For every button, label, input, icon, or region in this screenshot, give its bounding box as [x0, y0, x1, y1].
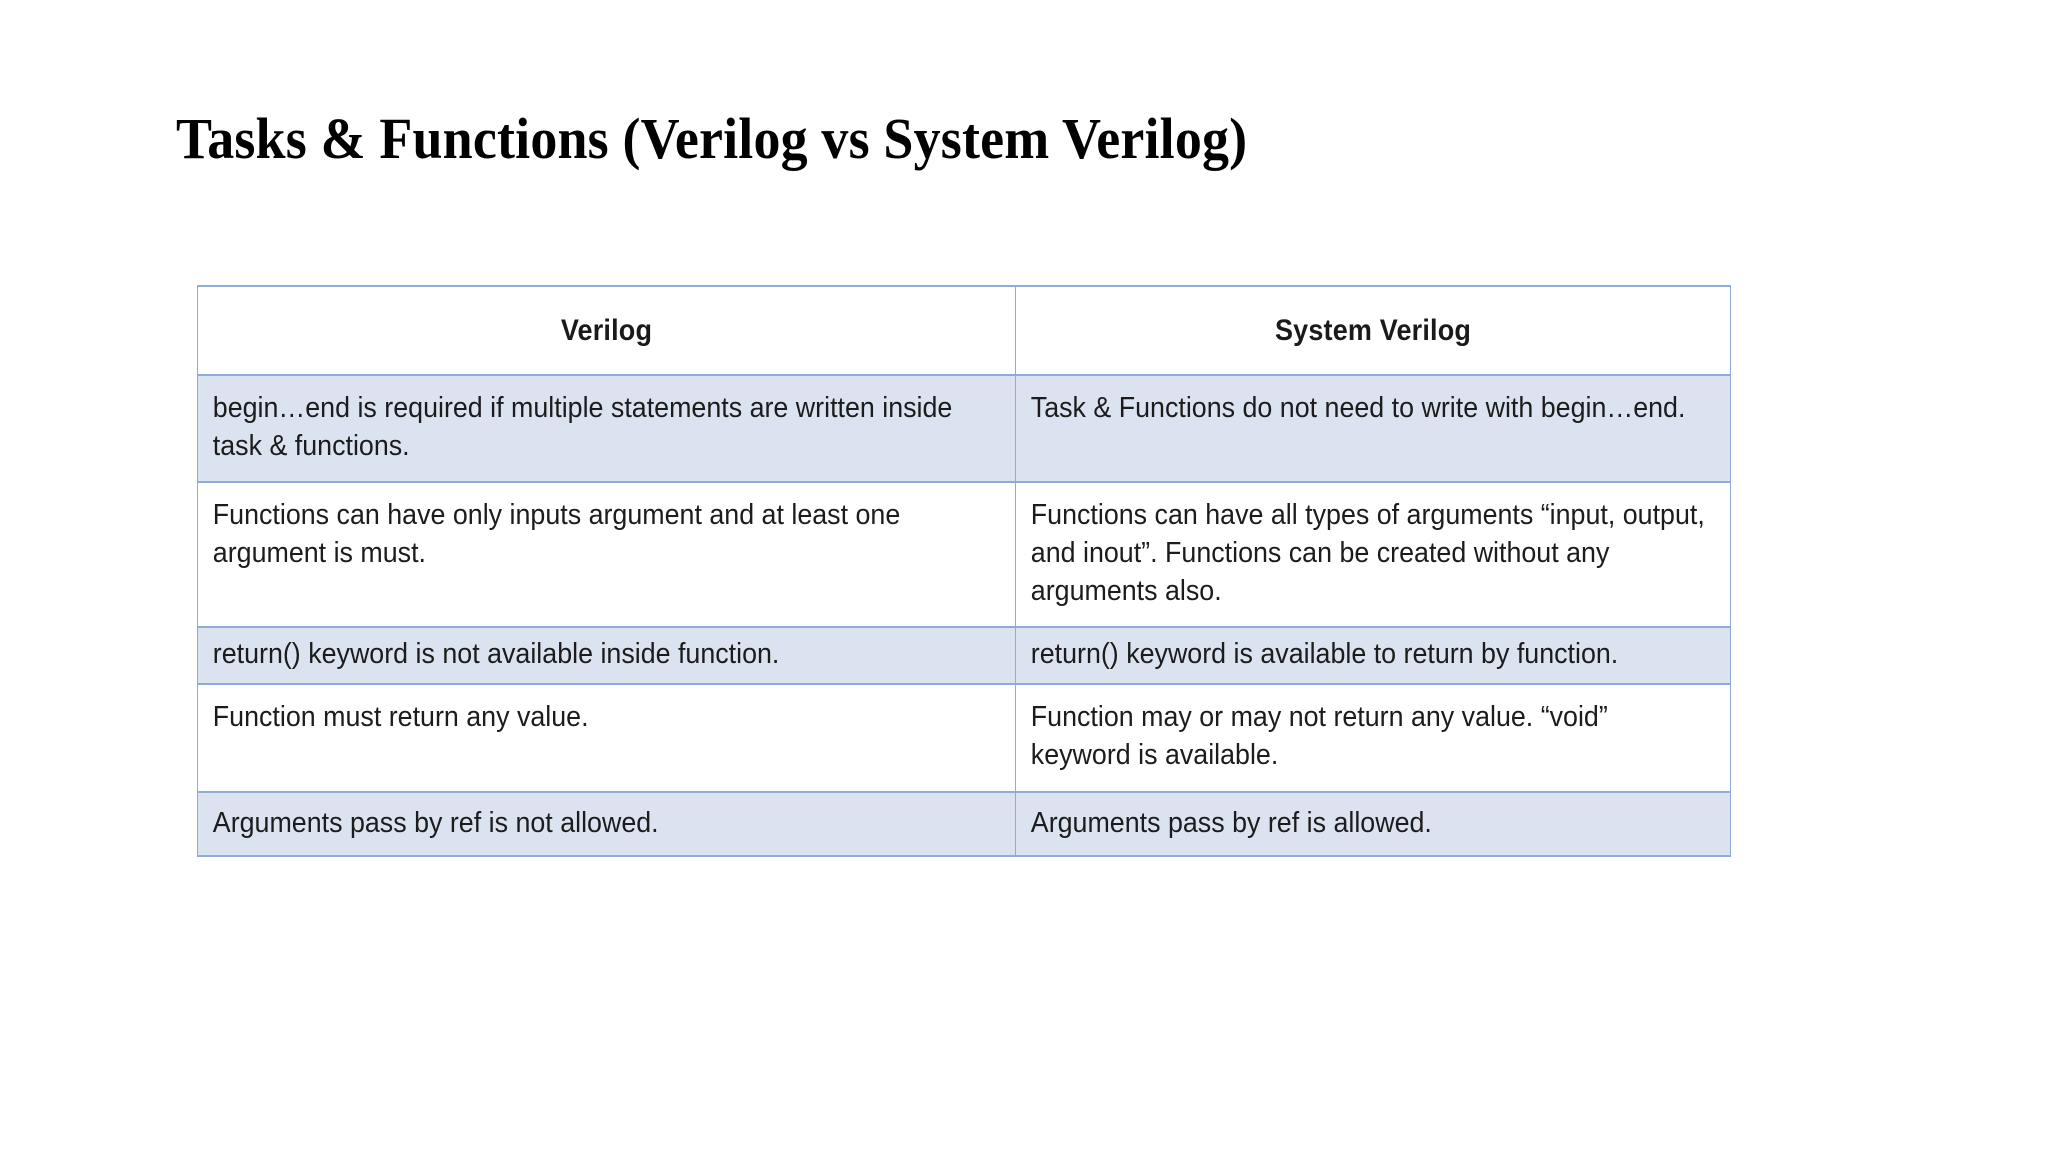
table-row: Functions can have only inputs argument …: [197, 481, 1731, 628]
table-cell-verilog: return() keyword is not available inside…: [197, 626, 1016, 686]
page-title: Tasks & Functions (Verilog vs System Ver…: [176, 105, 1248, 171]
table-header: Verilog System Verilog: [197, 285, 1731, 376]
cell-text-verilog: begin…end is required if multiple statem…: [212, 392, 953, 462]
table-header-row: Verilog System Verilog: [197, 285, 1731, 376]
cell-text-system-verilog: return() keyword is available to return …: [1030, 638, 1619, 671]
table-cell-verilog: Function must return any value.: [197, 683, 1016, 793]
table-row: Arguments pass by ref is not allowed. Ar…: [197, 790, 1731, 857]
cell-text-system-verilog: Task & Functions do not need to write wi…: [1030, 392, 1686, 424]
table-cell-verilog: begin…end is required if multiple statem…: [197, 373, 1016, 484]
table-cell-system-verilog: Functions can have all types of argument…: [1015, 481, 1731, 628]
table-row: begin…end is required if multiple statem…: [197, 373, 1731, 484]
cell-text-system-verilog: Arguments pass by ref is allowed.: [1030, 806, 1432, 839]
cell-text-verilog: Functions can have only inputs argument …: [212, 499, 901, 570]
cell-text-verilog: Function must return any value.: [212, 701, 589, 734]
table-row: return() keyword is not available inside…: [197, 626, 1731, 686]
comparison-table-container: Verilog System Verilog begin…end is requ…: [197, 285, 1731, 857]
cell-text-system-verilog: Function may or may not return any value…: [1030, 701, 1608, 772]
column-header-verilog: Verilog: [197, 285, 1016, 376]
verilog-comparison-table: Verilog System Verilog begin…end is requ…: [197, 285, 1731, 857]
table-cell-verilog: Arguments pass by ref is not allowed.: [197, 790, 1016, 857]
table-body: begin…end is required if multiple statem…: [197, 373, 1731, 857]
column-header-verilog-label: Verilog: [560, 313, 653, 347]
table-cell-system-verilog: return() keyword is available to return …: [1015, 626, 1731, 686]
cell-text-verilog: Arguments pass by ref is not allowed.: [212, 806, 659, 839]
cell-text-system-verilog: Functions can have all types of argument…: [1030, 499, 1705, 607]
table-cell-system-verilog: Function may or may not return any value…: [1015, 683, 1731, 793]
column-header-system-verilog-label: System Verilog: [1274, 313, 1472, 347]
table-row: Function must return any value. Function…: [197, 683, 1731, 793]
table-cell-system-verilog: Task & Functions do not need to write wi…: [1015, 373, 1731, 484]
table-cell-verilog: Functions can have only inputs argument …: [197, 481, 1016, 628]
table-cell-system-verilog: Arguments pass by ref is allowed.: [1015, 790, 1731, 857]
column-header-system-verilog: System Verilog: [1015, 285, 1731, 376]
cell-text-verilog: return() keyword is not available inside…: [212, 638, 780, 671]
